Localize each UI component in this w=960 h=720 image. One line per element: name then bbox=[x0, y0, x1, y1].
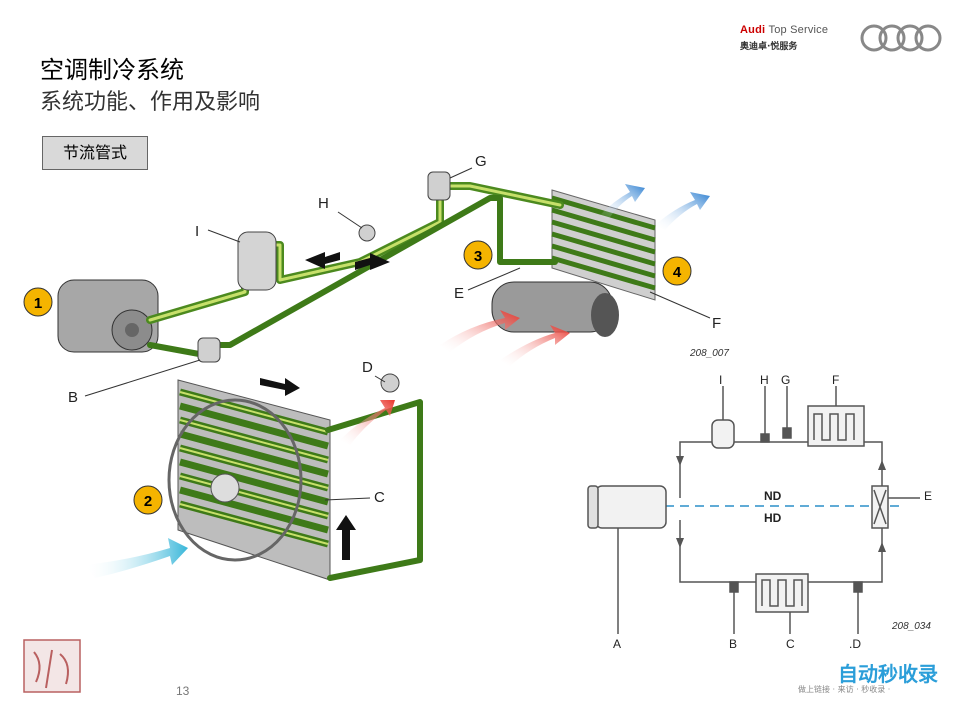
seal-stamp bbox=[23, 639, 81, 693]
schematic-label-h: H bbox=[760, 373, 769, 387]
number-badge-3: 3 bbox=[463, 240, 493, 270]
label-e: E bbox=[454, 285, 464, 302]
label-g: G bbox=[475, 153, 487, 170]
valve-d bbox=[380, 373, 400, 393]
label-b: B bbox=[68, 389, 78, 406]
schematic-label-e: E bbox=[924, 489, 932, 503]
page-number: 13 bbox=[176, 684, 190, 698]
schematic-label-f: F bbox=[832, 373, 839, 387]
leader-lines bbox=[84, 167, 711, 501]
schematic-label-b: B bbox=[729, 637, 737, 651]
schematic-hd: HD bbox=[764, 511, 782, 525]
brand-top-service: Top Service bbox=[768, 24, 829, 36]
label-d: D bbox=[362, 359, 373, 376]
compressor bbox=[57, 279, 159, 353]
schematic-label-d: .D bbox=[849, 637, 861, 651]
condenser bbox=[167, 379, 331, 581]
audi-rings-logo bbox=[860, 24, 942, 52]
brand-text: Audi Top Service bbox=[740, 24, 828, 36]
section-badge: 节流管式 bbox=[42, 136, 148, 170]
flow-arrows bbox=[260, 252, 390, 560]
accumulator-i bbox=[237, 231, 277, 291]
schematic-label-g: G bbox=[781, 373, 790, 387]
switch-g bbox=[427, 171, 451, 201]
schematic-arrows bbox=[676, 456, 886, 552]
brand-chinese: 奥迪卓·悦服务 bbox=[740, 42, 798, 52]
page-title: 空调制冷系统 bbox=[40, 56, 184, 84]
svg-text:1: 1 bbox=[34, 295, 42, 312]
air-arrows bbox=[85, 184, 710, 578]
schematic-nd: ND bbox=[764, 489, 782, 503]
svg-text:4: 4 bbox=[673, 264, 682, 281]
number-badge-4: 4 bbox=[662, 256, 692, 286]
watermark-text: 自动秒收录 bbox=[838, 662, 938, 686]
label-c: C bbox=[374, 489, 385, 506]
blower-motor bbox=[491, 281, 619, 337]
page-subtitle: 系统功能、作用及影响 bbox=[40, 90, 261, 115]
number-badge-1: 1 bbox=[23, 287, 53, 317]
valve-h bbox=[358, 224, 376, 242]
schematic-label-a: A bbox=[613, 637, 621, 651]
watermark-subtext: 做上链接 · 来访 · 秒收录 · bbox=[798, 685, 891, 694]
label-f: F bbox=[712, 315, 721, 332]
label-i: I bbox=[195, 223, 199, 240]
label-h: H bbox=[318, 195, 329, 212]
schematic bbox=[587, 386, 920, 634]
switch-b bbox=[197, 337, 221, 363]
svg-text:2: 2 bbox=[144, 493, 152, 510]
number-badge-2: 2 bbox=[133, 485, 163, 515]
figure-code-top: 208_007 bbox=[689, 348, 729, 359]
brand-audi: Audi bbox=[740, 24, 766, 36]
svg-text:3: 3 bbox=[474, 248, 482, 265]
schematic-label-i: I bbox=[719, 373, 722, 387]
figure-code-bottom: 208_034 bbox=[891, 621, 931, 632]
schematic-label-c: C bbox=[786, 637, 795, 651]
